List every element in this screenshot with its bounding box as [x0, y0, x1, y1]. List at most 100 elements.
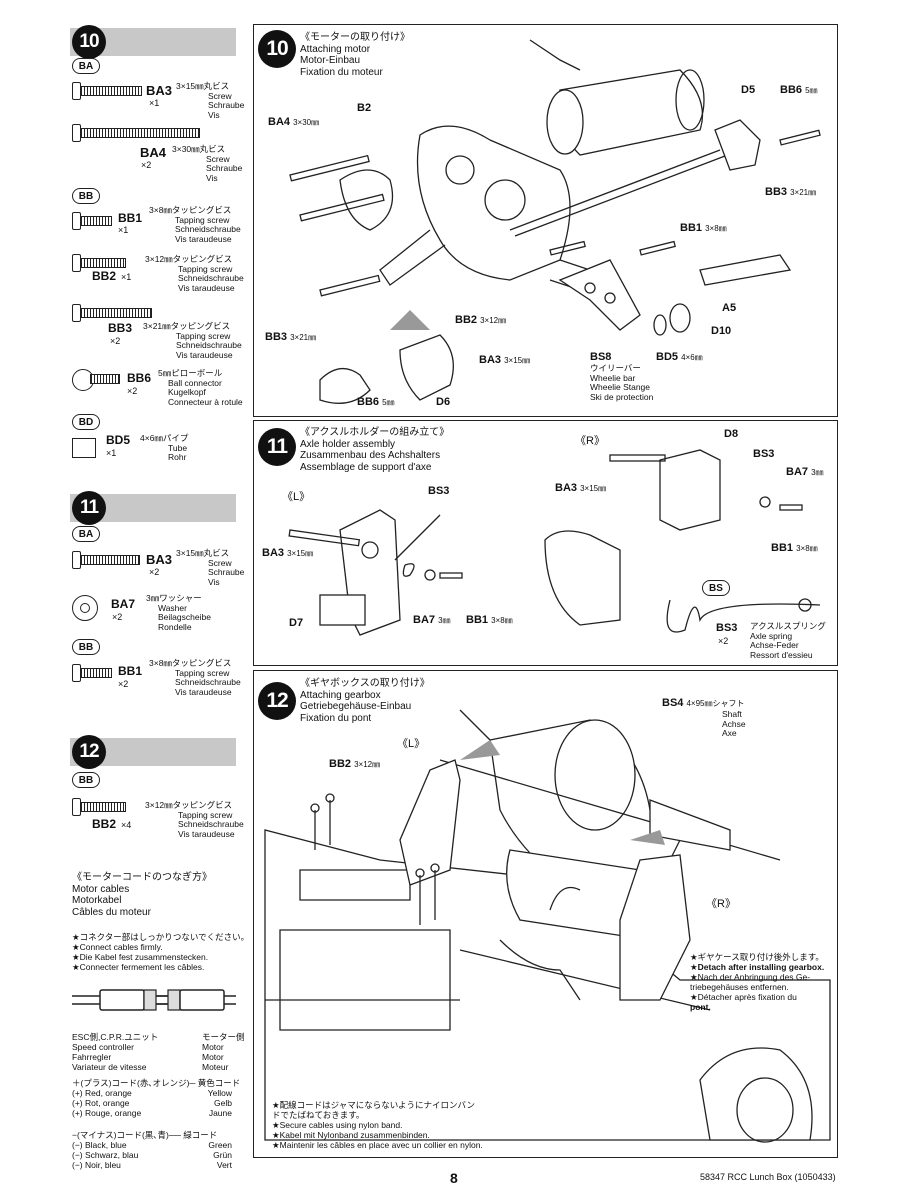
part-ba4-desc: 3×30㎜丸ビス Screw Schraube Vis [172, 144, 243, 183]
bag-bb-tag-11: BB [72, 639, 100, 655]
step12-number-badge: 12 [72, 735, 106, 769]
bag-ba-tag-11: BA [72, 526, 100, 542]
c10-bb6: BB6 5㎜ [780, 84, 818, 96]
part-bb1-code: BB1 [118, 211, 143, 225]
part-ba3-code: BA3 [146, 83, 173, 98]
c11-ba3: BA3 3×15㎜ [262, 547, 314, 559]
step11-panel-badge: 11 [258, 428, 296, 466]
c10-d10: D10 [711, 325, 732, 337]
part12-bb2-code: BB2 [92, 817, 117, 831]
part-bd5-qty: ×1 [106, 448, 117, 458]
part11-ba3-desc: 3×15㎜丸ビス Screw Schraube Vis [176, 548, 245, 587]
c10-bb1: BB1 3×8㎜ [680, 222, 727, 234]
part11-ba3-qty: ×2 [149, 567, 160, 577]
part12-bb2-qty: ×4 [121, 820, 132, 830]
c10-bb2: BB2 3×12㎜ [455, 314, 507, 326]
step10-panel-badge: 10 [258, 30, 296, 68]
part11-bb1-desc: 3×8㎜タッピングビス Tapping screw Schneidschraub… [149, 658, 241, 697]
step12-gearbox-illustration [264, 709, 831, 1143]
c10-d6: D6 [436, 396, 451, 408]
part11-ba7-desc: 3㎜ワッシャー Washer Beilagscheibe Rondelle [146, 593, 211, 632]
part-bb3-qty: ×2 [110, 336, 121, 346]
bag-bb-tag-12: BB [72, 772, 100, 788]
step12-panel-badge: 12 [258, 682, 296, 720]
c11-bs3r: BS3 [753, 448, 775, 460]
part11-bb1-code: BB1 [118, 664, 143, 678]
c11-ba7: BA7 3㎜ [413, 614, 451, 626]
c11-d7: D7 [289, 617, 304, 629]
c10-d5: D5 [741, 84, 756, 96]
c11-ba3r: BA3 3×15㎜ [555, 482, 607, 494]
c10-bb3b: BB3 3×21㎜ [265, 331, 317, 343]
c11-d8: D8 [724, 428, 739, 440]
part-bb3-code: BB3 [108, 321, 133, 335]
c10-a5: A5 [722, 302, 737, 314]
bag-bb-tag: BB [72, 188, 100, 204]
motor-cables-title: 《モーターコードのつなぎ方》 Motor cables Motorkabel C… [72, 872, 212, 918]
c10-bs8: BS8 [590, 351, 612, 363]
page-footer-code: 58347 RCC Lunch Box (1050433) [700, 1172, 836, 1182]
step11-axle-holder-illustration [288, 449, 821, 636]
bag-bd-tag: BD [72, 414, 100, 430]
c10-bb3a: BB3 3×21㎜ [765, 186, 817, 198]
c11-bb1r: BB1 3×8㎜ [771, 542, 818, 554]
page-number: 8 [450, 1170, 458, 1186]
part-bb6-qty: ×2 [127, 386, 138, 396]
c12-detach-note: ★ギヤケース取り付け後外します。 ★Detach after installin… [690, 952, 825, 1012]
esc-side-label: ESC側,C.P.R.ユニット Speed controller Fahrreg… [72, 1032, 159, 1072]
motor-cables-note: ★コネクター部はしっかりつないでください。 ★Connect cables fi… [72, 932, 250, 972]
part-ba3-qty: ×1 [149, 98, 160, 108]
connector-illustration [72, 989, 236, 1011]
part12-bb2-desc: 3×12㎜タッピングビス Tapping screw Schneidschrau… [145, 800, 244, 839]
c10-b2: B2 [357, 102, 372, 114]
part-ba3-desc: 3×15㎜丸ビス Screw Schraube Vis [176, 81, 245, 120]
step10-motor-assembly-illustration [289, 39, 821, 404]
part-bb6-desc: 5㎜ピローボール Ball connector Kugelkopf Connec… [158, 368, 243, 407]
part11-ba3-code: BA3 [146, 552, 173, 567]
part-bb1-qty: ×1 [118, 225, 129, 235]
part11-bb1-qty: ×2 [118, 679, 129, 689]
c11-bs3: BS3 [428, 485, 450, 497]
part-bb2-desc: 3×12㎜タッピングビス Tapping screw Schneidschrau… [145, 254, 244, 293]
bag-ba-tag: BA [72, 58, 100, 74]
part-bd5-desc: 4×6㎜パイプ Tube Rohr [140, 433, 189, 462]
c10-ba3: BA3 3×15㎜ [479, 354, 531, 366]
c12-r: 《R》 [706, 898, 736, 910]
part11-ba7-washer-illustration [72, 595, 98, 621]
motor-side-label: モーター側 Motor Motor Moteur [202, 1032, 245, 1072]
part-bb3-desc: 3×21㎜タッピングビス Tapping screw Schneidschrau… [143, 321, 242, 360]
part-ba4-qty: ×2 [141, 160, 152, 170]
c12-bb2: BB2 3×12㎜ [329, 758, 381, 770]
step10-number-badge: 10 [72, 25, 106, 59]
c10-ba4: BA4 3×30㎜ [268, 116, 320, 128]
step10-panel [253, 24, 838, 417]
plus-cable-label: ＋(プラス)コード(赤､オレンジ)─ 黄色コード (+) Red, orange… [72, 1078, 241, 1118]
part-ba4-code: BA4 [140, 145, 167, 160]
c12-bs4: BS4 4×95㎜シャフト [662, 697, 745, 709]
c12-l: 《L》 [397, 738, 426, 750]
c11-bb1: BB1 3×8㎜ [466, 614, 513, 626]
part-bb2-qty: ×1 [121, 272, 132, 282]
part11-ba7-qty: ×2 [112, 612, 123, 622]
part-bb1-desc: 3×8㎜タッピングビス Tapping screw Schneidschraub… [149, 205, 241, 244]
c12-secure-cables-note: ★配線コードはジャマにならないようにナイロンバン ドでたばねておきます。 ★Se… [272, 1100, 483, 1150]
step11-number-badge: 11 [72, 491, 106, 525]
bag-bs-tag: BS [702, 580, 730, 596]
c10-bb6b: BB6 5㎜ [357, 396, 395, 408]
c11-bs-qty: ×2 [718, 636, 729, 646]
c11-l: 《L》 [282, 491, 311, 503]
c11-bs-code: BS3 [716, 622, 738, 634]
c11-r: 《R》 [575, 435, 605, 447]
part-bd5-tube-illustration [72, 438, 96, 458]
part-bd5-code: BD5 [106, 433, 131, 447]
part-bb6-code: BB6 [127, 371, 152, 385]
c11-ba7r: BA7 3㎜ [786, 466, 824, 478]
part-bb2-code: BB2 [92, 269, 117, 283]
